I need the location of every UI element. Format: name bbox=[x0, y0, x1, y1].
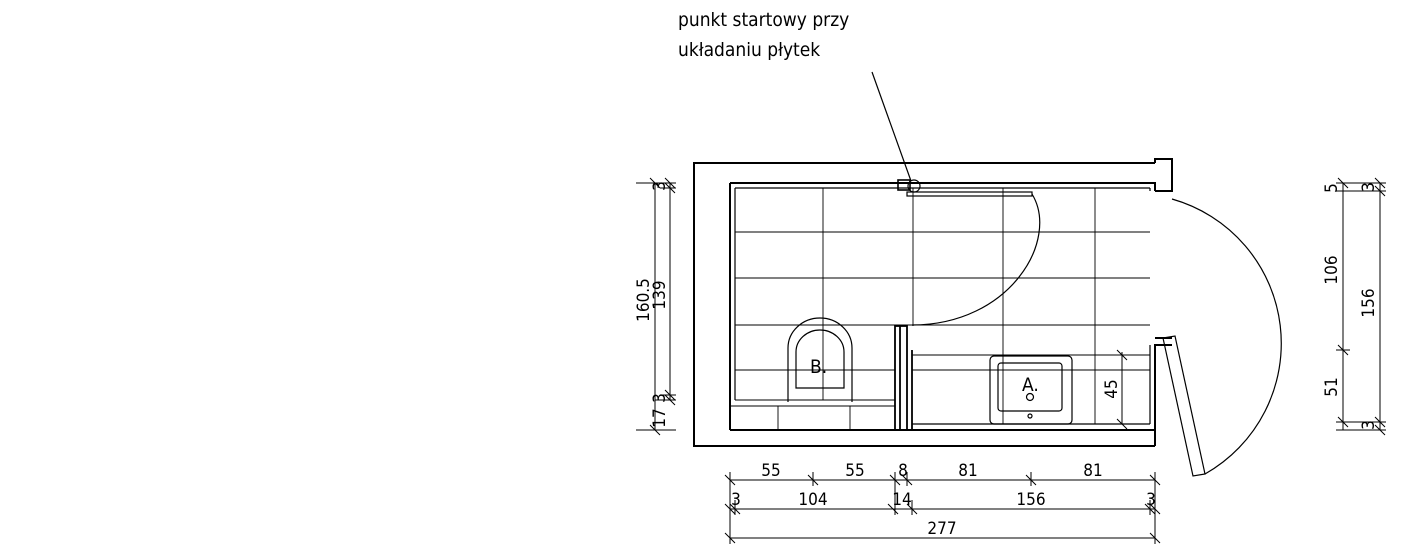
dim-row2-1: 104 bbox=[798, 490, 827, 510]
dim-left-wall: 17 bbox=[650, 408, 670, 427]
inner-room-outline bbox=[729, 182, 1156, 431]
dim-right-door: 106 bbox=[1322, 255, 1342, 284]
dim-left-inner: 139 bbox=[650, 280, 670, 309]
right-dimension-lines bbox=[1336, 177, 1386, 436]
dim-row1-3: 81 bbox=[958, 461, 977, 481]
dim-row1-4: 81 bbox=[1083, 461, 1102, 481]
dim-right-top-small: 3 bbox=[1359, 182, 1379, 192]
annotation-line-2: układaniu płytek bbox=[678, 39, 820, 61]
sink-depth-dimension bbox=[1112, 349, 1130, 430]
dim-right-top: 5 bbox=[1322, 183, 1342, 193]
dim-row2-0: 3 bbox=[731, 490, 741, 510]
toilet-label: B. bbox=[810, 356, 827, 378]
dim-row1-1: 55 bbox=[845, 461, 864, 481]
sink-fixture bbox=[989, 355, 1073, 425]
bottom-dimension-lines bbox=[724, 472, 1161, 544]
dim-row2-4: 3 bbox=[1146, 490, 1156, 510]
dim-right-total: 156 bbox=[1359, 288, 1379, 317]
dim-left-total: 160.5 bbox=[634, 278, 654, 322]
annotation-line-1: punkt startowy przy bbox=[678, 9, 849, 31]
dim-row1-2: 8 bbox=[898, 461, 908, 481]
left-dimension-lines bbox=[636, 177, 676, 436]
dim-row2-2: 14 bbox=[892, 490, 911, 510]
outer-walls bbox=[693, 158, 1173, 447]
dim-right-bottom-small: 3 bbox=[1359, 420, 1379, 430]
dim-right-bottom: 51 bbox=[1322, 377, 1342, 396]
dim-left-top-small: 3 bbox=[650, 181, 670, 191]
shower-door-swing bbox=[906, 191, 1041, 326]
dim-left-bottom-small: 3 bbox=[650, 393, 670, 403]
dim-row1-0: 55 bbox=[761, 461, 780, 481]
entry-door bbox=[1162, 198, 1282, 477]
dim-row3-total: 277 bbox=[927, 519, 956, 539]
toilet-fixture bbox=[787, 317, 853, 402]
tile-grid bbox=[730, 188, 1150, 430]
dim-row2-3: 156 bbox=[1016, 490, 1045, 510]
tile-start-point-marker bbox=[871, 71, 921, 193]
dim-sink-depth: 45 bbox=[1102, 379, 1122, 398]
sink-label: A. bbox=[1022, 374, 1039, 396]
partition-wall bbox=[894, 325, 913, 431]
